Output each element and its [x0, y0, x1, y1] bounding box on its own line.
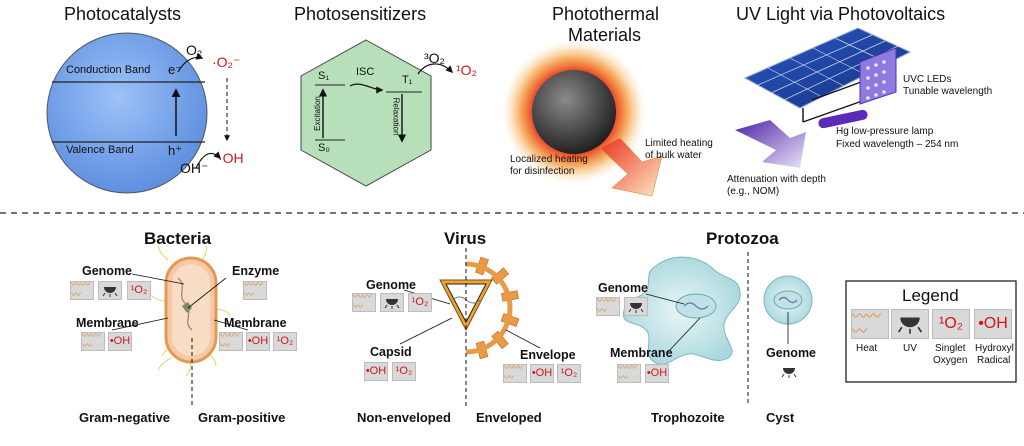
trophozoite-cell	[622, 256, 741, 365]
s0-label: S₀	[318, 142, 330, 154]
photocatalyst-sphere	[46, 32, 230, 194]
cyst-genome-label: Genome	[766, 346, 817, 360]
bacterium-cell	[151, 245, 231, 377]
heat-icon: 〰〰〰	[243, 280, 267, 300]
relaxation-label: Relaxation	[391, 97, 401, 136]
triplet-oxygen-label: ³O₂	[424, 50, 445, 66]
hydroxyl-radical-icon: •OH	[246, 332, 270, 351]
bacteria-enzyme-label: Enzyme	[232, 264, 280, 278]
heat-icon: 〰〰〰	[81, 331, 105, 351]
electron-label: e⁻	[168, 62, 183, 77]
localized-heating-line1: Localized heating	[510, 154, 588, 165]
singlet-oxygen-icon: ¹O₂	[127, 281, 151, 300]
bacteria-genome-label: Genome	[82, 264, 133, 278]
heat-icon: 〰〰〰	[70, 280, 94, 300]
uv-lamp-icon	[624, 297, 648, 316]
photothermal-particle	[502, 40, 663, 197]
heat-icon: 〰〰〰	[503, 363, 527, 383]
singlet-oxygen-icon: ¹O₂	[557, 364, 581, 383]
uv-title: UV Light via Photovoltaics	[736, 4, 946, 24]
gram-negative-label: Gram-negative	[79, 410, 171, 425]
protozoa-leaders	[645, 293, 789, 353]
attenuation-line1: Attenuation with depth	[727, 174, 826, 185]
hydroxyl-radical-icon: •OH	[108, 332, 132, 351]
uvc-led-line2: Tunable wavelength	[903, 86, 993, 97]
legend-singlet-line2: Oxygen	[933, 355, 968, 366]
uvc-led-array	[859, 47, 897, 105]
singlet-oxygen-icon: ¹O₂	[273, 332, 297, 351]
hole-label: h⁺	[168, 143, 183, 158]
uv-lamp-icon	[380, 293, 404, 312]
uv-attenuation-arrow	[735, 120, 806, 168]
hg-lamp-line1: Hg low-pressure lamp	[836, 126, 934, 137]
virus-title: Virus	[444, 229, 487, 248]
protozoa-genome-label: Genome	[598, 281, 649, 295]
virus-capsid-label: Capsid	[370, 345, 412, 359]
legend-heat-label: Heat	[856, 343, 878, 354]
non-enveloped-label: Non-enveloped	[357, 410, 451, 425]
protozoa-membrane-label: Membrane	[610, 346, 673, 360]
conduction-band-label: Conduction Band	[66, 64, 151, 76]
virus-envelope-label: Envelope	[520, 348, 576, 362]
enveloped-label: Enveloped	[476, 410, 542, 425]
hydroxyl-label: ·OH	[218, 150, 244, 166]
limited-heating-line2: of bulk water	[645, 150, 702, 161]
photothermal-title-line2: Materials	[568, 25, 642, 45]
localized-heating-line2: for disinfection	[510, 166, 575, 177]
legend-hydroxyl-line2: Radical	[977, 355, 1011, 366]
singlet-oxygen-icon: ¹O₂	[408, 293, 432, 312]
limited-heating-line1: Limited heating	[645, 138, 713, 149]
heat-icon: 〰〰〰	[596, 296, 620, 316]
singlet-oxygen-icon: ¹O₂	[392, 362, 416, 381]
isc-label: ISC	[356, 66, 375, 78]
singlet-oxygen-icon: ¹O₂	[932, 309, 970, 339]
uv-lamp-icon	[98, 281, 122, 300]
excitation-label: Excitation	[312, 96, 322, 131]
uv-lamp-icon	[777, 362, 801, 381]
heat-icon: 〰〰〰	[617, 363, 641, 383]
hg-lamp-line2: Fixed wavelength – 254 nm	[836, 139, 959, 150]
legend-hydroxyl-line1: Hydroxyl	[975, 343, 1014, 354]
virus-genome-label: Genome	[366, 278, 417, 292]
hydroxide-label: OH⁻	[180, 160, 209, 176]
uv-lamp-icon	[891, 309, 929, 339]
hg-lamp	[818, 109, 868, 129]
singlet-oxygen-label: ¹O₂	[456, 62, 477, 78]
photothermal-title-line1: Photothermal	[552, 4, 660, 24]
valence-band-label: Valence Band	[66, 144, 134, 156]
s1-label: S₁	[318, 70, 330, 82]
heat-icon: 〰〰〰	[219, 331, 243, 351]
cyst-cell	[763, 275, 813, 325]
cyst-label: Cyst	[766, 410, 795, 425]
legend-title: Legend	[902, 286, 959, 305]
legend-singlet-line1: Singlet	[935, 343, 966, 354]
bacteria-title: Bacteria	[144, 229, 212, 248]
attenuation-line2: (e.g., NOM)	[727, 186, 780, 197]
bacteria-membrane-right-label: Membrane	[224, 316, 287, 330]
hydroxyl-radical-icon: •OH	[974, 309, 1012, 339]
heat-icon: 〰〰〰	[352, 292, 376, 312]
gram-positive-label: Gram-positive	[198, 410, 286, 425]
photocatalysts-title: Photocatalysts	[64, 4, 182, 24]
hydroxyl-radical-icon: •OH	[530, 364, 554, 383]
bacteria-leaders	[111, 273, 249, 331]
uvc-led-line1: UVC LEDs	[903, 74, 952, 85]
legend-uv-label: UV	[903, 343, 917, 354]
heat-icon: 〰〰〰	[851, 309, 889, 339]
bacteria-membrane-left-label: Membrane	[76, 316, 139, 330]
trophozoite-label: Trophozoite	[651, 410, 725, 425]
photosensitizers-title: Photosensitizers	[294, 4, 427, 24]
protozoa-title: Protozoa	[706, 229, 779, 248]
solar-panel	[743, 27, 912, 123]
superoxide-label: ·O₂⁻	[212, 54, 241, 70]
t1-label: T₁	[402, 74, 413, 86]
hydroxyl-radical-icon: •OH	[364, 362, 388, 381]
virus-particle	[439, 256, 520, 360]
photosensitizer-hexagon	[300, 39, 454, 187]
hydroxyl-radical-icon: •OH	[645, 364, 669, 383]
o2-label: O₂	[186, 42, 203, 58]
